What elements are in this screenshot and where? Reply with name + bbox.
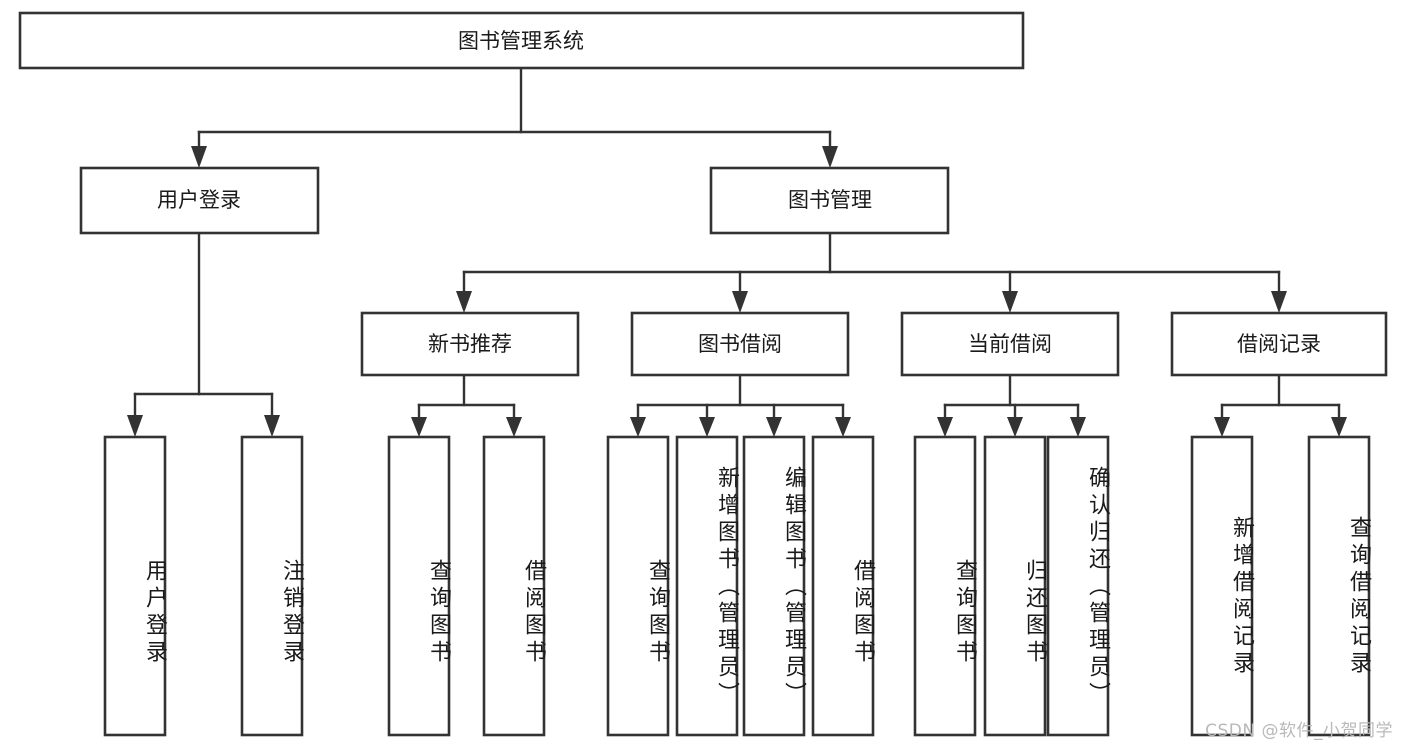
connector-group-new-book — [411, 373, 522, 437]
arrow-head-newbook-leaf-0 — [411, 417, 427, 437]
arrow-head-current-borrow — [1002, 291, 1018, 313]
arrow-head-bookborrow-leaf-3 — [835, 417, 851, 437]
arrow-head-newbook-leaf-1 — [506, 417, 522, 437]
leaf-boxes-borrow-record — [1190, 435, 1371, 737]
arrow-head-new-book — [456, 291, 472, 313]
arrow-head-user-login — [191, 146, 207, 168]
leaf-box-new-book-1[interactable] — [482, 435, 546, 737]
connector-group-current-borrow — [937, 373, 1086, 437]
arrow-head-bookborrow-leaf-2 — [766, 417, 782, 437]
node-user-login-label: 用户登录 — [157, 188, 241, 212]
leaf-box-book-borrow-2[interactable] — [742, 435, 806, 737]
arrow-head-borrowrecord-leaf-1 — [1331, 417, 1347, 437]
leaf-box-user-login-1[interactable] — [240, 435, 304, 737]
arrow-head-bookborrow-leaf-1 — [699, 417, 715, 437]
node-book-management-box[interactable] — [709, 166, 950, 235]
node-current-borrow-box[interactable] — [900, 311, 1120, 377]
node-new-book-recommend-box[interactable] — [360, 311, 580, 377]
arrow-head-currentborrow-leaf-2 — [1070, 417, 1086, 437]
arrow-head-bookborrow-leaf-0 — [630, 417, 646, 437]
connector-group-book-mgmt — [456, 231, 1287, 313]
leaf-box-borrow-record-0[interactable] — [1190, 435, 1254, 737]
node-current-borrow-label: 当前借阅 — [968, 332, 1052, 356]
node-book-borrow-box[interactable] — [630, 311, 850, 377]
node-new-book-recommend[interactable]: 新书推荐 — [360, 311, 580, 377]
node-root[interactable]: 图书管理系统 — [18, 11, 1025, 70]
node-current-borrow[interactable]: 当前借阅 — [900, 311, 1120, 377]
arrow-head-currentborrow-leaf-1 — [1007, 417, 1023, 437]
arrow-head-userlogin-leaf-1 — [264, 415, 280, 437]
leaf-box-current-borrow-1[interactable] — [983, 435, 1047, 737]
leaf-boxes-new-book-recommend — [387, 435, 546, 737]
node-new-book-recommend-label: 新书推荐 — [428, 332, 512, 356]
node-root-label: 图书管理系统 — [458, 29, 584, 53]
node-book-borrow-label: 图书借阅 — [698, 332, 782, 356]
connector-group-borrow-record — [1214, 373, 1347, 437]
node-user-login-box[interactable] — [79, 166, 320, 235]
leaf-box-current-borrow-0[interactable] — [913, 435, 977, 737]
arrow-head-book-mgmt — [822, 146, 838, 168]
arrow-head-userlogin-leaf-0 — [127, 415, 143, 437]
leaf-boxes-current-borrow — [913, 435, 1110, 737]
node-user-login[interactable]: 用户登录 — [79, 166, 320, 235]
leaf-box-user-login-0[interactable] — [103, 435, 167, 737]
node-borrow-record-label: 借阅记录 — [1237, 332, 1321, 356]
node-book-management-label: 图书管理 — [788, 188, 872, 212]
leaf-box-book-borrow-1[interactable] — [675, 435, 739, 737]
node-book-borrow[interactable]: 图书借阅 — [630, 311, 850, 377]
leaf-boxes-user-login — [103, 435, 304, 737]
node-root-box[interactable] — [18, 11, 1025, 70]
csdn-watermark: CSDN @软件_小贺同学 — [1205, 721, 1393, 741]
leaf-box-current-borrow-2[interactable] — [1046, 435, 1110, 737]
leaf-box-new-book-0[interactable] — [387, 435, 451, 737]
connector-group-root — [191, 66, 838, 168]
node-borrow-record-box[interactable] — [1170, 311, 1388, 377]
arrow-head-book-borrow — [732, 291, 748, 313]
leaf-box-borrow-record-1[interactable] — [1307, 435, 1371, 737]
leaf-box-book-borrow-0[interactable] — [606, 435, 670, 737]
arrow-head-currentborrow-leaf-0 — [937, 417, 953, 437]
node-book-management[interactable]: 图书管理 — [709, 166, 950, 235]
connector-group-user-login — [127, 231, 280, 437]
leaf-box-book-borrow-3[interactable] — [811, 435, 875, 737]
arrow-head-borrow-record — [1271, 291, 1287, 313]
arrow-head-borrowrecord-leaf-0 — [1214, 417, 1230, 437]
leaf-boxes-book-borrow — [606, 435, 875, 737]
node-borrow-record[interactable]: 借阅记录 — [1170, 311, 1388, 377]
connector-group-book-borrow — [630, 373, 851, 437]
